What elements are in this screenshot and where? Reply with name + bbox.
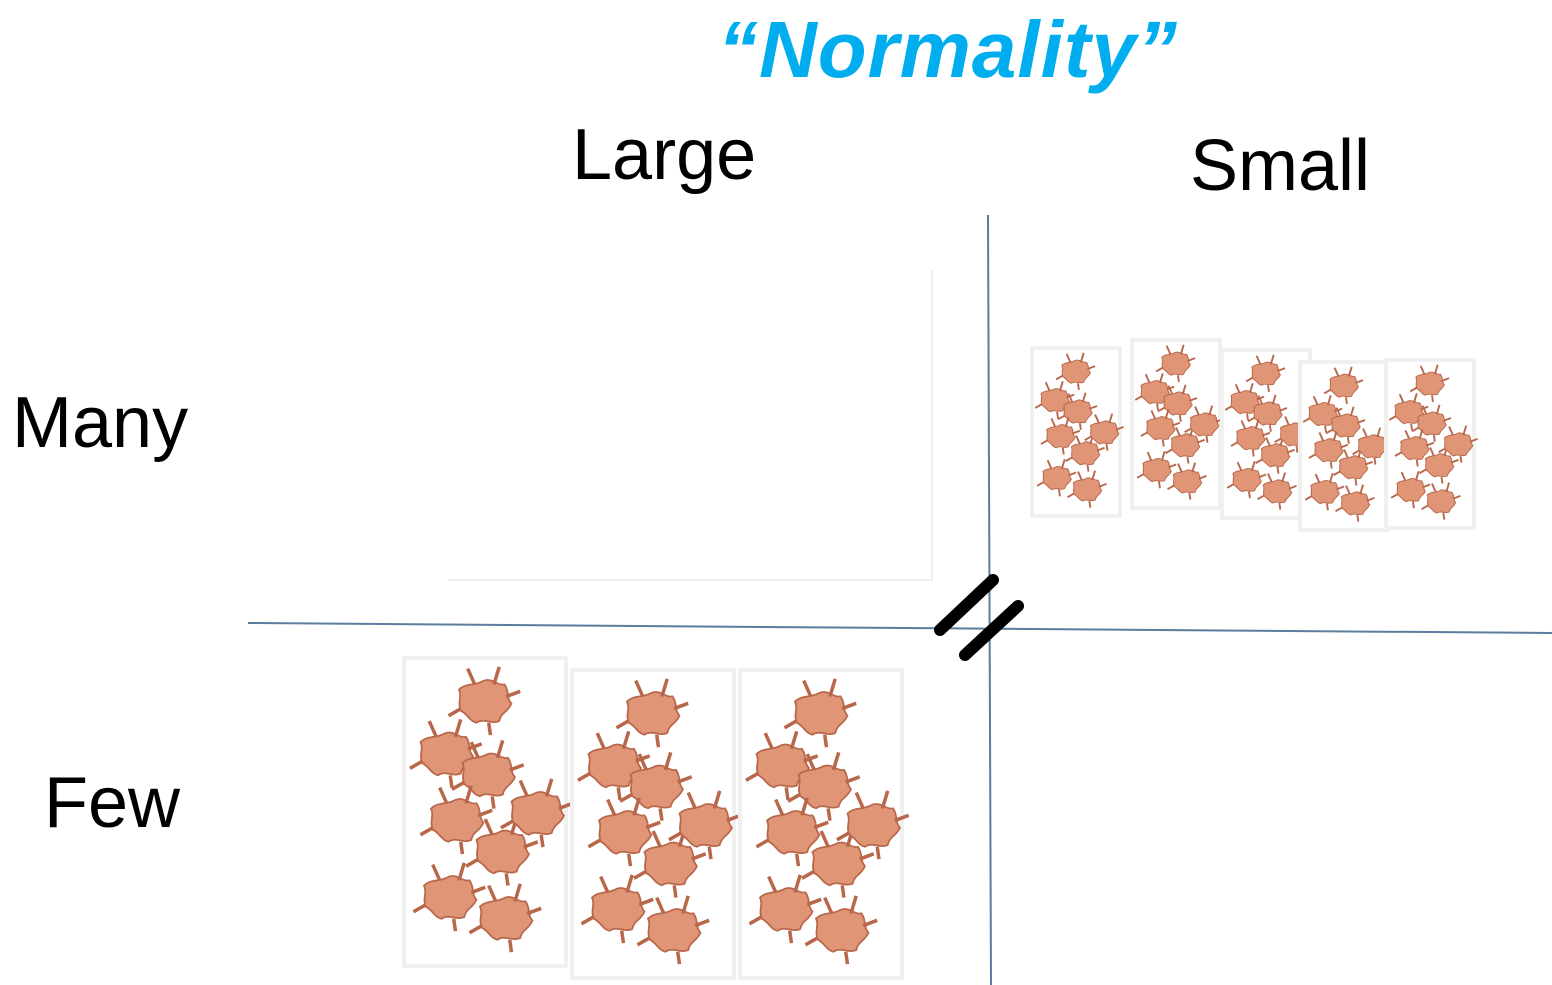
column-label-large: Large	[572, 115, 757, 195]
column-label-small: Small	[1190, 126, 1371, 206]
large-cluster-2	[570, 668, 741, 980]
empty-quadrant-frame	[448, 270, 933, 581]
diagram-title: “Normality”	[718, 5, 1178, 94]
not-equal-mark	[934, 574, 1024, 661]
few-large-clusters	[402, 656, 909, 980]
small-cluster-4	[1298, 360, 1392, 532]
small-cluster-1	[1030, 346, 1124, 518]
small-cluster-2	[1130, 338, 1224, 510]
vertical-axis-line	[987, 214, 992, 985]
row-label-few: Few	[44, 763, 181, 843]
large-cluster-3	[738, 668, 909, 980]
horizontal-axis-line	[247, 622, 1552, 634]
row-label-many: Many	[12, 383, 189, 463]
small-cluster-3	[1220, 348, 1314, 520]
many-small-clusters	[1030, 338, 1478, 532]
small-cluster-5	[1384, 358, 1478, 530]
large-cluster-1	[402, 656, 573, 968]
